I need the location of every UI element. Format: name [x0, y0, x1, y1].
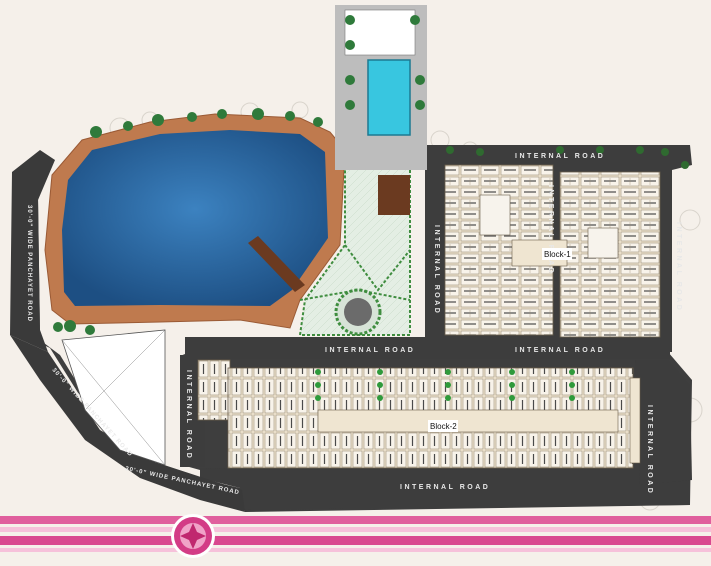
panchayet-road-diagonal: [10, 335, 245, 512]
panchayet-road-left: [10, 150, 55, 352]
block-2-label: Block-2: [430, 422, 457, 431]
pool-palms: [345, 15, 425, 110]
block-2-label-bg: [428, 420, 458, 432]
label-internal-road-v-left: INTERNAL ROAD: [433, 225, 440, 315]
road-bottom-band: [200, 468, 690, 510]
open-plot: [61, 329, 166, 466]
fountain-centre: [344, 298, 372, 326]
label-internal-road-v-right: INTERNAL ROAD: [547, 185, 554, 275]
block-1: [444, 164, 661, 338]
road-east: [635, 360, 692, 485]
decorative-ribbon: [0, 516, 711, 552]
block-1-label: Block-1: [544, 250, 571, 259]
jetty: [248, 236, 305, 292]
garden-path-2: [344, 244, 411, 292]
road-middle-band: [185, 337, 670, 359]
pond: [62, 130, 328, 306]
ribbon-medallion-icon: [171, 514, 215, 558]
label-panchayet-road-left: 30'-0" WIDE PANCHAYET ROAD: [26, 205, 32, 322]
label-internal-road-mid-right: INTERNAL ROAD: [515, 347, 605, 354]
block-2: [197, 359, 641, 469]
club-house-rooms: [344, 9, 416, 56]
plot-diagonals: [61, 329, 166, 466]
label-internal-road-v-east: INTERNAL ROAD: [646, 405, 653, 495]
label-internal-road-mid-left: INTERNAL ROAD: [325, 347, 415, 354]
label-internal-road-top: INTERNAL ROAD: [515, 153, 605, 160]
label-internal-road-bottom: INTERNAL ROAD: [400, 484, 490, 491]
garden-deck: [378, 175, 410, 215]
label-internal-road-v-block2: INTERNAL ROAD: [185, 370, 192, 460]
swimming-pool: [367, 59, 411, 136]
block-1-label-bg: [542, 248, 572, 260]
boundary-trees: [446, 146, 689, 169]
palm-trees: [53, 108, 323, 335]
label-internal-road-v-far-east: INTERNAL ROAD: [675, 222, 682, 312]
